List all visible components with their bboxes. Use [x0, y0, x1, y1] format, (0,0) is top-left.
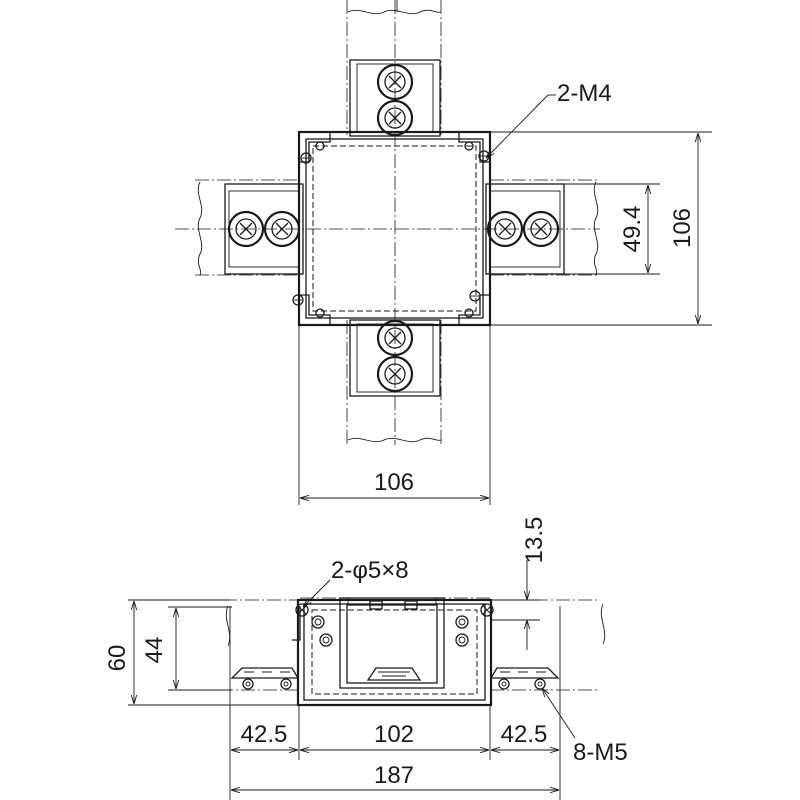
side-screws	[295, 603, 494, 647]
dimension-height: 106	[490, 131, 712, 326]
vertical-duct-outline	[346, 0, 442, 445]
screw-callout-side: 8-M5	[542, 688, 628, 766]
dimension-depth-offset: 13.5	[490, 517, 548, 650]
left-flange	[230, 667, 300, 690]
dimension-depth-offset-label: 13.5	[521, 517, 548, 564]
dimension-center-label: 49.4	[619, 206, 646, 253]
cable-gland-icon	[486, 210, 560, 248]
top-view: 106 106 49.4 2-M4	[175, 0, 712, 505]
top-connector	[349, 59, 441, 137]
side-view: 2-φ5×8 13.5 60 44	[104, 517, 628, 800]
side-duct-outline	[135, 597, 606, 700]
dimension-total-height-label: 60	[104, 645, 131, 672]
left-connector	[224, 183, 304, 275]
dimension-inner-height-label: 44	[141, 637, 168, 664]
cable-gland-icon	[376, 63, 414, 137]
dimension-body-label: 102	[374, 721, 414, 748]
dimension-width: 106	[298, 325, 491, 505]
dimension-right-flange-label: 42.5	[501, 721, 548, 748]
right-flange	[489, 667, 560, 690]
dimension-width-label: 106	[374, 469, 414, 496]
screw-note-side: 8-M5	[573, 739, 628, 766]
bottom-connector	[349, 319, 441, 397]
dimension-center: 49.4	[560, 183, 660, 275]
dimension-total-height: 60	[104, 599, 298, 706]
dimension-inner-height: 44	[141, 606, 232, 691]
hole-note: 2-φ5×8	[331, 557, 409, 584]
horizontal-duct-outline	[195, 179, 600, 276]
dimension-left-flange-label: 42.5	[241, 721, 288, 748]
hole-callout: 2-φ5×8	[303, 557, 409, 607]
screw-note-top: 2-M4	[557, 80, 612, 107]
corner-screws	[292, 141, 490, 318]
screw-callout-top: 2-M4	[486, 80, 612, 158]
junction-box-body	[297, 130, 492, 327]
dimension-height-label: 106	[669, 208, 696, 248]
dimension-overall-label: 187	[374, 762, 414, 789]
right-connector	[485, 183, 565, 275]
side-box-body	[292, 597, 493, 707]
cable-gland-icon	[227, 210, 301, 248]
cable-gland-icon	[376, 319, 414, 393]
dimension-horizontal: 42.5 102 42.5 187	[229, 700, 561, 800]
